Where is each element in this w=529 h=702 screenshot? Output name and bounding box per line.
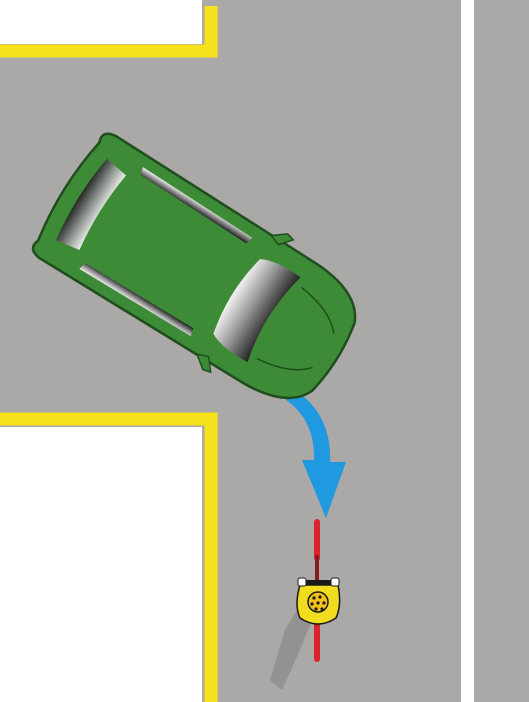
sidewalk-top-left — [0, 0, 202, 44]
sidewalk-bottom-left — [0, 427, 202, 702]
lane-line — [461, 0, 474, 702]
